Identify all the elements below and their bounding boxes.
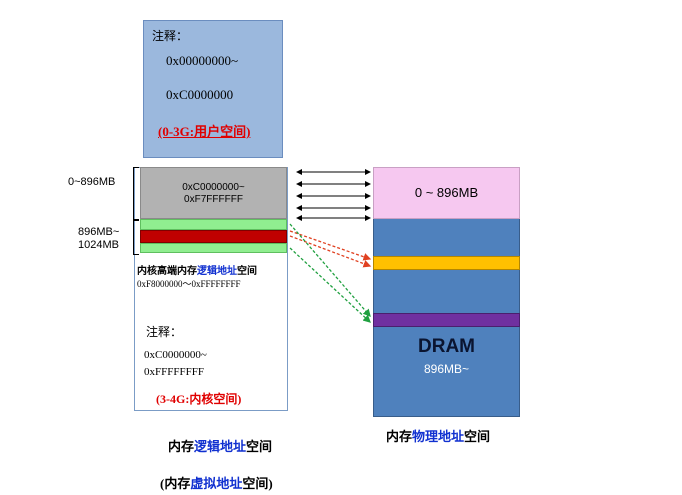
high-mem-green-band-bottom xyxy=(140,243,287,253)
high-mem-red-band xyxy=(140,230,287,243)
dram-purple-page xyxy=(373,313,520,327)
user-space-note: 注释： xyxy=(152,29,189,43)
dram-yellow-page xyxy=(373,256,520,270)
high-mem-title-blue: 逻辑地址 xyxy=(197,266,237,277)
high-mem-title-prefix: 内核高端内存 xyxy=(137,266,197,277)
kernel-space-range-label: (3-4G:内核空间) xyxy=(156,392,242,406)
kernel-space-addr-start: 0xC0000000~ xyxy=(144,349,207,361)
linear-map-start: 0xC0000000~ xyxy=(182,182,245,193)
caption-virtual-space: (内存虚拟地址空间) xyxy=(160,473,273,492)
label-low-mem: 0~896MB xyxy=(68,176,116,188)
caption-virtual-prefix: (内存 xyxy=(160,476,191,491)
caption-logical-suffix: 空间 xyxy=(246,439,273,454)
caption-logical-blue: 逻辑地址 xyxy=(194,439,247,454)
caption-physical-prefix: 内存 xyxy=(386,429,413,444)
user-space-range-label: (0-3G:用户空间) xyxy=(158,124,251,139)
caption-virtual-suffix: 空间) xyxy=(242,476,273,491)
caption-physical-suffix: 空间 xyxy=(464,429,491,444)
caption-physical-space: 内存物理地址空间 xyxy=(386,426,490,445)
user-space-box: 注释： 0x00000000~ 0xC0000000 (0-3G:用户空间) xyxy=(143,20,283,158)
user-space-addr-start: 0x00000000~ xyxy=(166,53,239,68)
high-mem-red-arrow xyxy=(289,235,372,268)
caption-virtual-blue: 虚拟地址 xyxy=(190,476,243,491)
bracket-high-mem xyxy=(133,219,139,255)
dram-low-region: 0 ~ 896MB xyxy=(373,167,520,219)
kernel-space-note: 注释： xyxy=(146,325,183,339)
high-mem-title-suffix: 空间 xyxy=(237,266,257,277)
caption-physical-blue: 物理地址 xyxy=(412,429,465,444)
kernel-space-addr-end: 0xFFFFFFFF xyxy=(144,366,204,378)
high-mem-range: 0xF8000000～0xFFFFFFFF xyxy=(137,279,241,289)
high-mem-green-arrow xyxy=(289,223,371,317)
high-mem-green-band-top xyxy=(140,219,287,230)
user-space-addr-end: 0xC0000000 xyxy=(166,87,234,102)
high-mem-title: 内核高端内存逻辑地址空间 xyxy=(137,262,257,277)
kernel-linear-map-block: 0xC0000000~ 0xF7FFFFFF xyxy=(140,167,287,219)
high-mem-red-arrow xyxy=(289,230,372,261)
dram-size: 896MB~ xyxy=(423,362,470,376)
bracket-low-mem xyxy=(133,167,139,221)
caption-logical-space: 内存逻辑地址空间 xyxy=(168,436,272,455)
caption-logical-prefix: 内存 xyxy=(168,439,195,454)
label-high-mem-line1: 896MB~ xyxy=(78,226,120,238)
high-mem-green-arrow xyxy=(289,247,371,323)
label-high-mem-line2: 1024MB xyxy=(78,239,119,251)
linear-map-end: 0xF7FFFFFF xyxy=(184,194,243,205)
dram-title: DRAM xyxy=(418,336,475,357)
